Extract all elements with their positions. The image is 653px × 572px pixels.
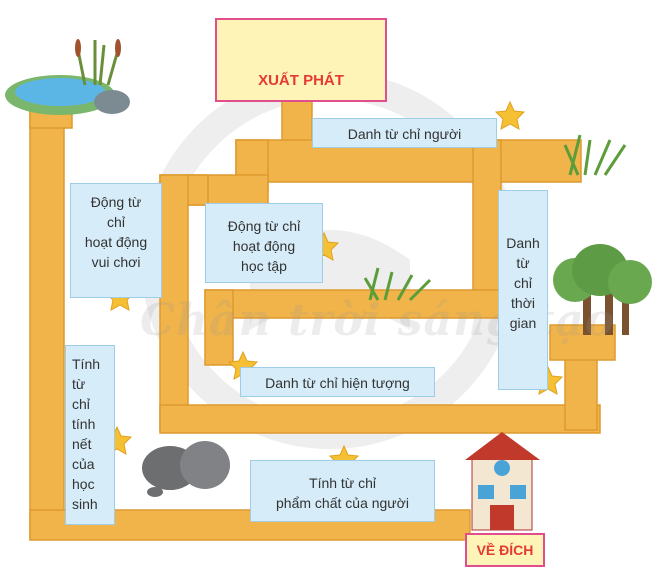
- card-nouns-people: Danh từ chỉ người: [312, 118, 497, 148]
- card-label: Động từ chỉ hoạt động vui chơi: [84, 194, 148, 270]
- card-label: Tính từ chỉ tính nết của học sinh: [72, 356, 101, 512]
- card-label: Danh từ chỉ người: [347, 126, 462, 142]
- start-box: XUẤT PHÁT: [215, 18, 387, 102]
- card-label: Danh từ chỉ thời gian: [506, 235, 540, 331]
- card-adj-character: Tính từ chỉ tính nết của học sinh: [65, 345, 115, 525]
- maze-path: [29, 97, 616, 541]
- card-label: Động từ chỉ hoạt động học tập: [227, 218, 301, 274]
- card-nouns-time: Danh từ chỉ thời gian: [498, 190, 548, 390]
- rock-icon: [142, 441, 230, 497]
- pond-icon: [5, 39, 130, 115]
- grass-icon: [563, 134, 627, 176]
- card-verbs-play: Động từ chỉ hoạt động vui chơi: [70, 183, 162, 298]
- tree-icon: [553, 244, 652, 335]
- card-verbs-study: Động từ chỉ hoạt động học tập: [205, 203, 323, 283]
- card-nouns-phenomena: Danh từ chỉ hiện tượng: [240, 367, 435, 397]
- start-label: XUẤT PHÁT: [258, 72, 344, 89]
- school-icon: [465, 432, 540, 531]
- card-adj-quality: Tính từ chỉ phẩm chất của người: [250, 460, 435, 522]
- finish-label: VỀ ĐÍCH: [476, 542, 534, 558]
- grass-icon: [363, 267, 432, 302]
- finish-box: VỀ ĐÍCH: [465, 533, 545, 567]
- star-icon: [494, 100, 526, 130]
- card-label: Danh từ chỉ hiện tượng: [265, 375, 410, 391]
- card-label: Tính từ chỉ phẩm chất của người: [276, 475, 409, 511]
